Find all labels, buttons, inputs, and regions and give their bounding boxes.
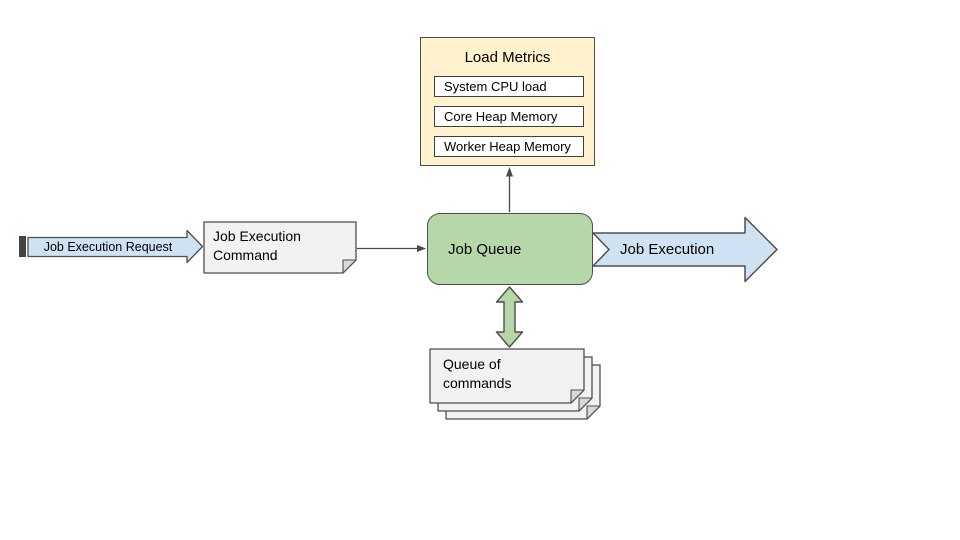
command-note-label: Job Execution Command bbox=[213, 228, 301, 263]
command-note-fold-icon bbox=[342, 259, 357, 274]
note-fold-back-icon bbox=[586, 405, 601, 420]
request-arrow-stripe bbox=[19, 236, 26, 257]
execution-arrow-shape bbox=[592, 216, 778, 283]
connector-metrics-arrowhead-icon bbox=[506, 167, 513, 177]
request-arrow-shape bbox=[27, 229, 204, 264]
load-metrics-title: Load Metrics bbox=[464, 49, 551, 66]
request-arrow-label: Job Execution Request bbox=[43, 240, 173, 254]
connector-command-arrowhead-icon bbox=[417, 245, 426, 252]
note-fold-front-icon bbox=[570, 389, 585, 404]
load-metrics-box: Load Metrics System CPU load Core Heap M… bbox=[420, 37, 595, 166]
queue-stack-shape bbox=[429, 348, 601, 420]
queue-stack-label: Queue of commands bbox=[443, 356, 512, 391]
double-arrow-queue-commands bbox=[495, 286, 524, 348]
job-queue-label: Job Queue bbox=[448, 240, 522, 258]
job-queue-box: Job Queue bbox=[427, 213, 593, 285]
note-fold-middle-icon bbox=[578, 397, 593, 412]
metric-worker-heap-memory: Worker Heap Memory bbox=[434, 136, 584, 157]
execution-arrow-label: Job Execution bbox=[620, 241, 715, 258]
metric-core-heap-memory: Core Heap Memory bbox=[434, 106, 584, 127]
metric-system-cpu-load: System CPU load bbox=[434, 76, 584, 97]
